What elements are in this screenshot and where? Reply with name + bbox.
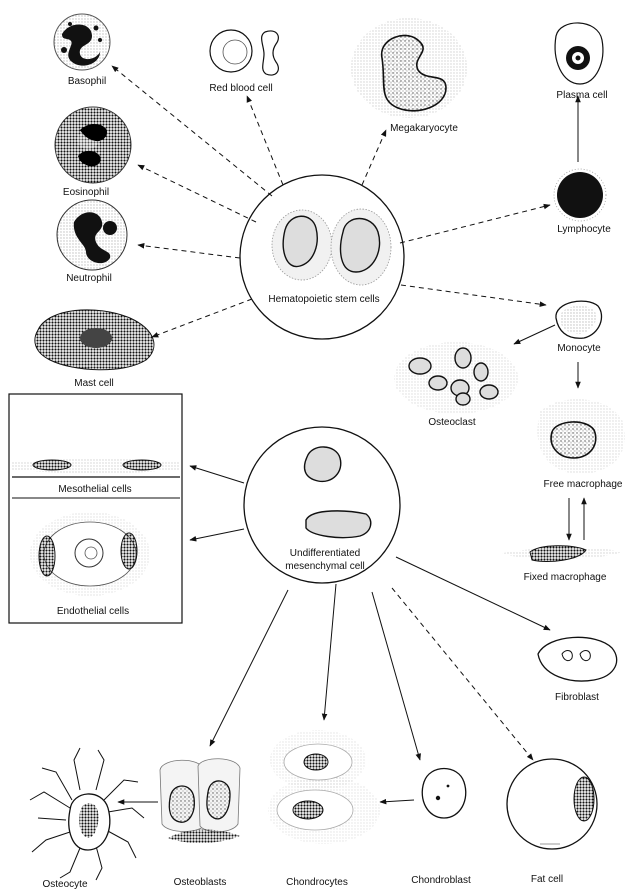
- endothelial-cells-illustration: [30, 512, 150, 596]
- plasma-cell: [555, 23, 603, 84]
- eosinophil-cell: [55, 107, 131, 183]
- label-osteoblasts: Osteoblasts: [174, 877, 227, 888]
- chondroblast-cell: [422, 769, 466, 819]
- label-fibroblast: Fibroblast: [555, 692, 599, 703]
- label-red-blood-cell: Red blood cell: [209, 83, 272, 94]
- label-chondrocytes: Chondrocytes: [286, 877, 348, 888]
- label-plasma-cell: Plasma cell: [556, 90, 607, 101]
- fixed-macrophage-cell: [500, 546, 622, 562]
- label-osteoclast: Osteoclast: [428, 417, 475, 428]
- osteoclast-cell: [394, 342, 518, 414]
- label-hematopoietic-stem-cells: Hematopoietic stem cells: [268, 294, 379, 305]
- monocyte-cell: [556, 301, 602, 338]
- label-chondroblast: Chondroblast: [411, 875, 471, 886]
- free-macrophage-cell: [538, 399, 625, 474]
- label-neutrophil: Neutrophil: [66, 273, 112, 284]
- label-eosinophil: Eosinophil: [63, 187, 109, 198]
- chondrocytes-illustration: [268, 730, 380, 844]
- label-undifferentiated: Undifferentiated: [290, 548, 360, 559]
- basophil-cell: [54, 14, 110, 70]
- red-blood-cell: [210, 30, 278, 75]
- osteoblasts-illustration: [160, 759, 240, 843]
- label-free-macrophage: Free macrophage: [544, 479, 623, 490]
- label-mesothelial-cells: Mesothelial cells: [58, 484, 131, 495]
- neutrophil-cell: [57, 200, 127, 270]
- mesenchymal-cells-illustration: [305, 447, 371, 538]
- hematopoietic-stem-cells-illustration: [272, 209, 391, 285]
- label-mesenchymal-cell: mesenchymal cell: [285, 561, 364, 572]
- label-fat-cell: Fat cell: [531, 874, 563, 885]
- mast-cell: [35, 310, 154, 370]
- fat-cell: [507, 759, 597, 849]
- label-lymphocyte: Lymphocyte: [557, 224, 611, 235]
- label-fixed-macrophage: Fixed macrophage: [524, 572, 607, 583]
- megakaryocyte-cell: [351, 18, 467, 118]
- lymphocyte-cell: [554, 169, 606, 221]
- label-basophil: Basophil: [68, 76, 106, 87]
- label-megakaryocyte: Megakaryocyte: [390, 123, 458, 134]
- osteocyte-cell: [30, 748, 144, 880]
- fibroblast-cell: [538, 637, 617, 681]
- label-osteocyte: Osteocyte: [42, 879, 87, 890]
- label-mast-cell: Mast cell: [74, 378, 113, 389]
- label-monocyte: Monocyte: [557, 343, 601, 354]
- label-endothelial-cells: Endothelial cells: [57, 606, 129, 617]
